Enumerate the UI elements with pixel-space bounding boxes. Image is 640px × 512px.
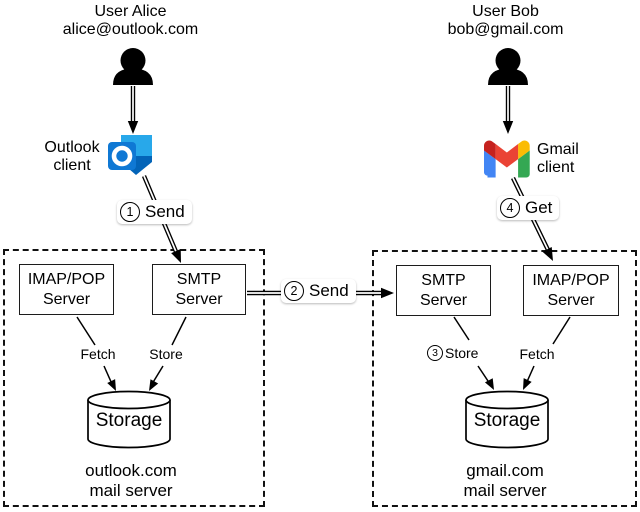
fetch-label-gmail: Fetch [519,346,555,362]
imap-pop-server-outlook-line2: Server [42,290,91,308]
imap-pop-server-outlook: IMAP/POP Server [19,264,114,315]
smtp-server-gmail: SMTP Server [396,265,491,316]
smtp-server-outlook-line2: Server [175,290,223,308]
step-1-send-label: 1 Send [117,200,192,224]
imap-pop-server-outlook-line1: IMAP/POP [27,270,106,288]
step-2-send-label: 2 Send [281,279,356,303]
store-label-outlook: Store [149,346,183,362]
outlook-server-caption-line2: mail server [89,480,173,500]
step-3-store-label: 3 Store [425,344,483,362]
outlook-client-label-line2: client [53,156,91,174]
step-2-text: Send [309,281,349,300]
imap-pop-server-gmail: IMAP/POP Server [523,265,619,316]
step-4-number: 4 [500,198,520,218]
gmail-server-caption-line2: mail server [463,480,547,500]
step-3-text: Store [445,345,479,361]
imap-pop-server-gmail-line1: IMAP/POP [532,271,610,289]
alice-heading: User Alice alice@outlook.com [33,3,228,39]
bob-email: bob@gmail.com [447,21,564,38]
user-bob-icon [488,48,528,85]
step-1-number: 1 [120,202,140,222]
step-4-get-label: 4 Get [497,196,560,220]
step-4-text: Get [525,198,553,217]
step-1-text: Send [145,202,185,221]
smtp-server-outlook-line1: SMTP [176,270,222,288]
outlook-client-icon [108,135,152,175]
fetch-label-outlook: Fetch [80,346,116,362]
gmail-client-label-line1: Gmail [537,141,579,158]
outlook-client-label: Outlook client [38,139,106,174]
storage-label-outlook: Storage [95,410,163,431]
bob-name: User Bob [472,3,539,20]
arrow-user-alice-to-outlook [127,86,139,134]
gmail-client-icon [484,140,530,178]
gmail-client-label-line2: client [537,158,575,176]
gmail-server-caption: gmail.com mail server [415,461,595,500]
alice-name: User Alice [94,3,167,20]
step-3-number: 3 [427,345,443,361]
user-alice-icon [113,48,153,85]
bob-heading: User Bob bob@gmail.com [408,3,603,39]
outlook-server-caption: outlook.com mail server [41,461,221,500]
alice-email: alice@outlook.com [62,21,199,38]
step-2-number: 2 [284,281,304,301]
gmail-client-label: Gmail client [537,141,599,176]
outlook-server-caption-line1: outlook.com [85,461,177,480]
outlook-client-label-line1: Outlook [44,139,100,156]
smtp-server-gmail-line2: Server [419,291,468,309]
smtp-server-outlook: SMTP Server [152,264,246,315]
imap-pop-server-gmail-line2: Server [547,291,595,309]
smtp-server-gmail-line1: SMTP [421,271,466,289]
storage-label-gmail: Storage [473,410,541,431]
arrow-user-bob-to-gmail [502,86,514,134]
gmail-server-caption-line1: gmail.com [466,461,544,480]
